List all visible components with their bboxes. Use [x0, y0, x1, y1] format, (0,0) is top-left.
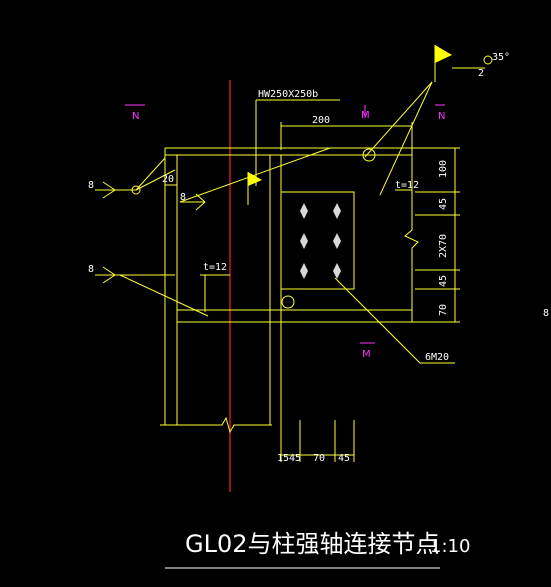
drawing-title: GL02与柱强轴连接节点 — [185, 530, 440, 558]
bolts-label: 6M20 — [425, 352, 449, 363]
dim-r45b: 45 — [438, 275, 449, 287]
dim-r70: 70 — [438, 304, 449, 316]
section-markers — [125, 104, 445, 344]
dim-b70: 70 — [313, 453, 325, 464]
bolt — [333, 203, 341, 219]
marker-n-right: N — [438, 111, 445, 122]
weld-8edge: 8 — [543, 308, 549, 319]
weld-8c: 8 — [88, 264, 94, 275]
marker-m-bottom: M — [362, 349, 371, 360]
dim-r2x70: 2X70 — [438, 234, 449, 258]
section-label: HW250X250b — [258, 89, 318, 100]
marker-m-top: M — [361, 110, 370, 121]
plate-top-label: t=12 — [395, 180, 419, 191]
drawing-scale: 1:10 — [430, 536, 470, 557]
bolt — [300, 233, 308, 249]
dim-r45a: 45 — [438, 198, 449, 210]
bolt — [300, 203, 308, 219]
dim-b1545: 1545 — [277, 453, 301, 464]
weld-8b: 8 — [180, 192, 186, 203]
dim-b45: 45 — [338, 453, 350, 464]
weld-flags — [247, 45, 493, 205]
bolt — [333, 263, 341, 279]
marker-n-left: N — [132, 111, 139, 122]
leader-lines — [119, 81, 460, 462]
shear-plate — [280, 191, 355, 290]
weld-angle-num: 2 — [478, 68, 484, 79]
dim-20: 20 — [162, 174, 174, 185]
beam-break-line — [404, 148, 419, 322]
dim-top: 200 — [312, 115, 330, 126]
angle-label: 35° — [492, 52, 510, 63]
bolt — [300, 263, 308, 279]
weld-8a: 8 — [88, 180, 94, 191]
bolt — [333, 233, 341, 249]
dim-r100: 100 — [438, 160, 449, 178]
column-outline — [160, 147, 412, 434]
weld-symbols — [95, 148, 376, 309]
plate-mid-label: t=12 — [203, 262, 227, 273]
